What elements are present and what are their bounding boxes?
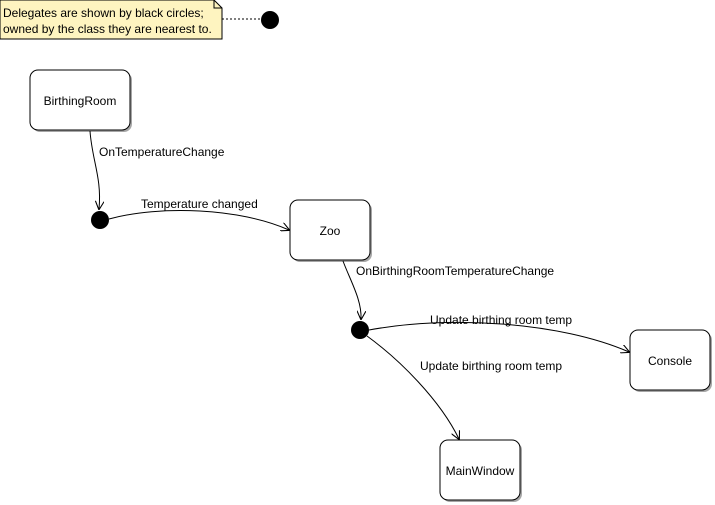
edge-label-update-to-main-window: Update birthing room temp [420,359,562,373]
edge-label-update-to-console: Update birthing room temp [430,313,572,327]
node-console[interactable]: Console [629,329,712,392]
edge-label-temperature-changed: Temperature changed [141,197,258,211]
node-zoo[interactable]: Zoo [289,199,372,262]
edge-on-temperature-change [89,130,100,209]
edge-on-birthing-room-temperature-change [342,260,361,319]
explanation-note: Delegates are shown by black circles; ow… [0,0,223,40]
node-main-window[interactable]: MainWindow [439,439,522,502]
edge-label-on-birthing-room-temperature-change: OnBirthingRoomTemperatureChange [356,264,554,278]
delegate-circle-birthing-room[interactable] [91,211,109,229]
note-line-1: Delegates are shown by black circles; [3,6,204,20]
note-line-2: owned by the class they are nearest to. [3,22,212,36]
edge-label-on-temperature-change: OnTemperatureChange [99,145,225,159]
node-label: MainWindow [446,464,515,478]
edge-update-to-console [368,321,629,352]
node-birthing-room[interactable]: BirthingRoom [29,69,132,132]
node-label: Console [648,354,692,368]
edge-update-to-main-window [366,335,459,439]
node-label: Zoo [320,224,341,238]
delegate-circle-zoo[interactable] [351,321,369,339]
legend-delegate-circle [261,11,279,29]
node-label: BirthingRoom [44,94,117,108]
edge-temperature-changed [108,210,289,230]
